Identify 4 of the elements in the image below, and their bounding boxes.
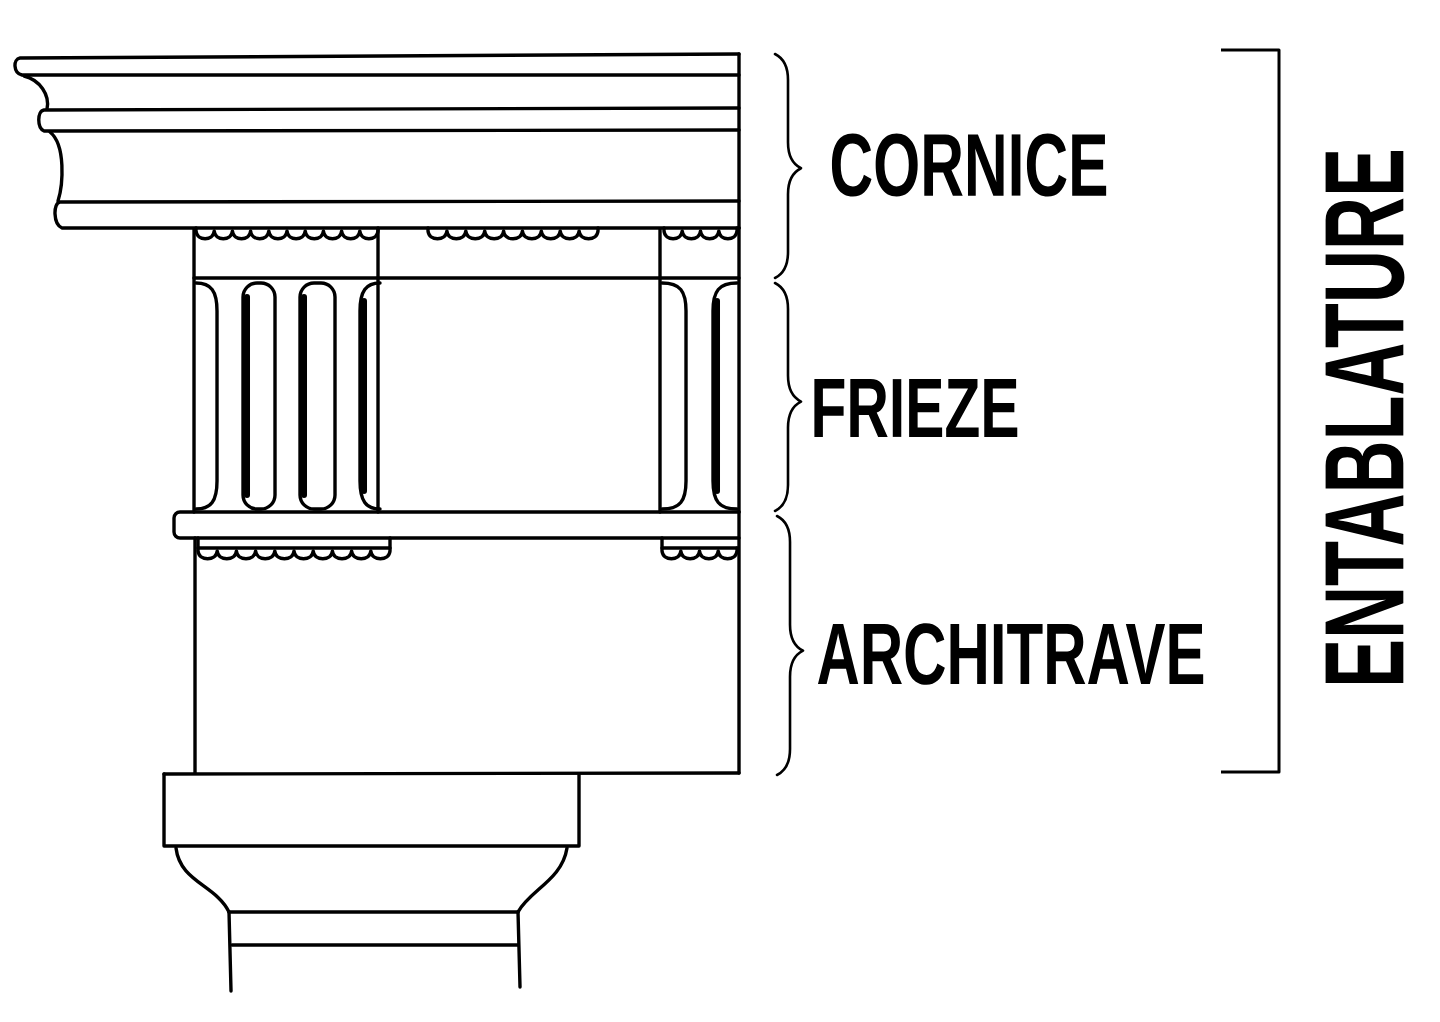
label: FRIEZE	[814, 379, 1018, 437]
label: ARCHITRAVE	[817, 623, 1204, 685]
rotated-label: ENTABLATURE	[1325, 150, 1405, 684]
label: CORNICE	[831, 133, 1107, 197]
